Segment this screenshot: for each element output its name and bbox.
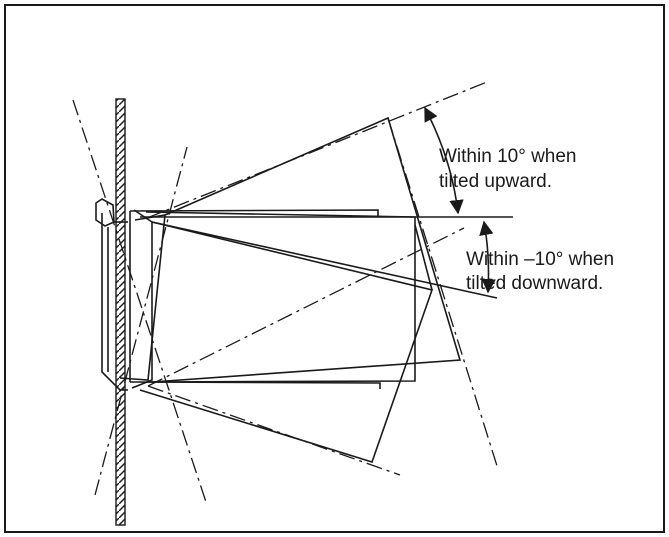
monitor-level-position [129,209,416,389]
downward-angle-arc [479,220,496,294]
wall-bracket [95,198,128,391]
annotation-downward-line1: Within –10° when [466,249,614,270]
mounting-wall [115,98,126,526]
downward-reference-line [151,221,498,299]
annotation-downward: Within –10° when tilted downward. [466,249,614,294]
annotation-upward-line1: Within 10° when [439,146,577,167]
annotation-upward: Within 10° when tilted upward. [439,146,577,192]
annotation-upward-line2: tilted upward. [439,171,552,192]
figure-frame [4,4,665,533]
monitor-tilted-downward [131,209,434,463]
monitor-tilted-upward [119,116,462,383]
annotation-downward-line2: tilted downward. [466,273,603,294]
upward-angle-arc [424,106,464,215]
projection-lines [72,81,498,506]
